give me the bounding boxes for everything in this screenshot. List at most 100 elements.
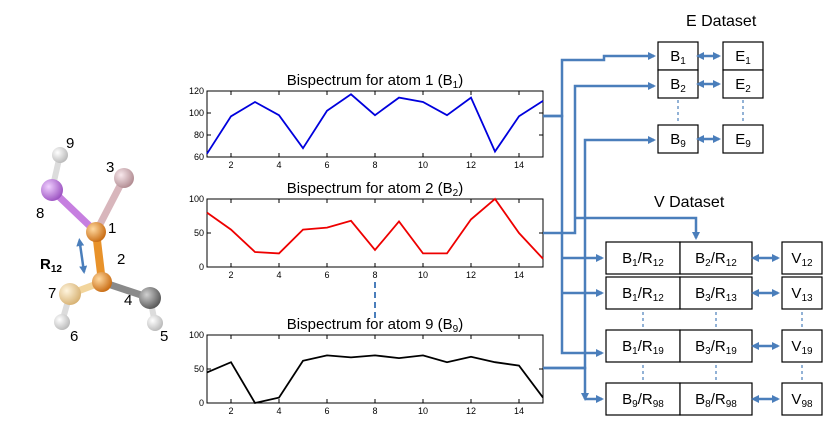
bond-length-label: R12	[40, 256, 62, 275]
molecule: 9 3 8 1 2 7 4 6 5 R12	[36, 135, 168, 345]
v-value-label: V12	[791, 250, 813, 269]
v-pair-label-1: B1/R12	[622, 285, 664, 304]
v-value-cell	[781, 329, 823, 363]
chart-title: Bispectrum for atom 9 (B9)	[287, 316, 463, 335]
y-tick-label: 120	[189, 86, 204, 96]
chart-frame	[206, 334, 544, 404]
atom-4	[139, 287, 161, 309]
y-tick-label: 0	[199, 262, 204, 272]
y-tick-label: 60	[194, 152, 204, 162]
e-bispectrum-cell	[657, 41, 699, 71]
atom-6-hydrogen	[54, 314, 70, 330]
v-value-label: V19	[791, 338, 813, 357]
atom-7	[59, 283, 81, 305]
x-tick-label: 14	[514, 406, 524, 416]
v-pair-cell-2	[679, 329, 753, 363]
v-pair-cell-2	[679, 241, 753, 275]
x-tick-label: 8	[372, 406, 377, 416]
x-tick-label: 6	[324, 270, 329, 280]
v-pair-cell-2	[679, 276, 753, 310]
y-tick-label: 0	[199, 398, 204, 408]
v-dataset-title: V Dataset	[654, 194, 725, 211]
v-pair-label-2: B3/R13	[695, 285, 737, 304]
e-dataset-row: B1 E1	[657, 41, 764, 71]
v-value-cell	[781, 241, 823, 275]
chart-frame	[206, 90, 544, 158]
arrow-b9-vertical	[543, 366, 589, 401]
x-tick-label: 6	[324, 406, 329, 416]
atom-label-9: 9	[66, 135, 74, 152]
atom-5-hydrogen	[147, 315, 163, 331]
e-energy-cell	[722, 69, 764, 99]
atom-label-1: 1	[108, 220, 116, 237]
e-bispectrum-cell	[657, 69, 699, 99]
e-bispectrum-label: B9	[670, 131, 686, 150]
x-tick-label: 12	[466, 160, 476, 170]
atom-label-3: 3	[106, 159, 114, 176]
atom-1-carbon	[86, 222, 106, 242]
x-tick-label: 10	[418, 270, 428, 280]
x-tick-label: 4	[276, 270, 281, 280]
y-tick-label: 50	[194, 364, 204, 374]
bond-length-arrow	[76, 238, 88, 274]
y-tick-label: 100	[189, 108, 204, 118]
atom-label-7: 7	[48, 285, 56, 302]
y-tick-label: 100	[189, 194, 204, 204]
atom-label-5: 5	[160, 328, 168, 345]
x-tick-label: 4	[276, 160, 281, 170]
arrow-b1-to-e-row1	[543, 52, 656, 118]
connector-arrows	[543, 52, 700, 403]
atom-8	[41, 179, 63, 201]
x-tick-label: 8	[372, 160, 377, 170]
atom-2-carbon	[92, 272, 112, 292]
series-line	[206, 354, 544, 405]
x-tick-label: 14	[514, 270, 524, 280]
atom-label-6: 6	[70, 328, 78, 345]
e-bispectrum-label: B1	[670, 48, 686, 67]
chart-title: Bispectrum for atom 2 (B2)	[287, 180, 463, 199]
x-tick-label: 2	[228, 270, 233, 280]
e-energy-label: E1	[735, 48, 751, 67]
x-tick-label: 6	[324, 160, 329, 170]
x-tick-label: 12	[466, 270, 476, 280]
y-tick-label: 100	[189, 330, 204, 340]
v-pair-cell-2	[679, 382, 753, 416]
x-tick-label: 12	[466, 406, 476, 416]
v-value-cell	[781, 276, 823, 310]
e-bispectrum-cell	[657, 124, 699, 154]
e-energy-cell	[722, 124, 764, 154]
atom-3	[114, 168, 134, 188]
x-tick-label: 2	[228, 160, 233, 170]
atom-label-8: 8	[36, 205, 44, 222]
v-value-cell	[781, 382, 823, 416]
v-value-label: V98	[791, 391, 813, 410]
chart-title: Bispectrum for atom 1 (B1)	[287, 72, 463, 91]
arrow-b1-to-v-row3	[543, 114, 604, 357]
atom-9-hydrogen	[52, 147, 68, 163]
v-pair-cell-1	[605, 382, 681, 416]
atom-label-4: 4	[124, 292, 132, 309]
arrow-b2-to-e-row2	[543, 82, 656, 235]
e-energy-label: E2	[735, 76, 751, 95]
y-tick-label: 50	[194, 228, 204, 238]
v-value-label: V13	[791, 285, 813, 304]
v-pair-cell-1	[605, 241, 681, 275]
v-pair-label-1: B1/R12	[622, 250, 664, 269]
e-dataset-title: E Dataset	[686, 13, 757, 30]
v-pair-label-2: B8/R98	[695, 391, 737, 410]
y-tick-label: 80	[194, 130, 204, 140]
x-tick-label: 2	[228, 406, 233, 416]
series-line	[206, 93, 544, 155]
e-energy-label: E9	[735, 131, 751, 150]
